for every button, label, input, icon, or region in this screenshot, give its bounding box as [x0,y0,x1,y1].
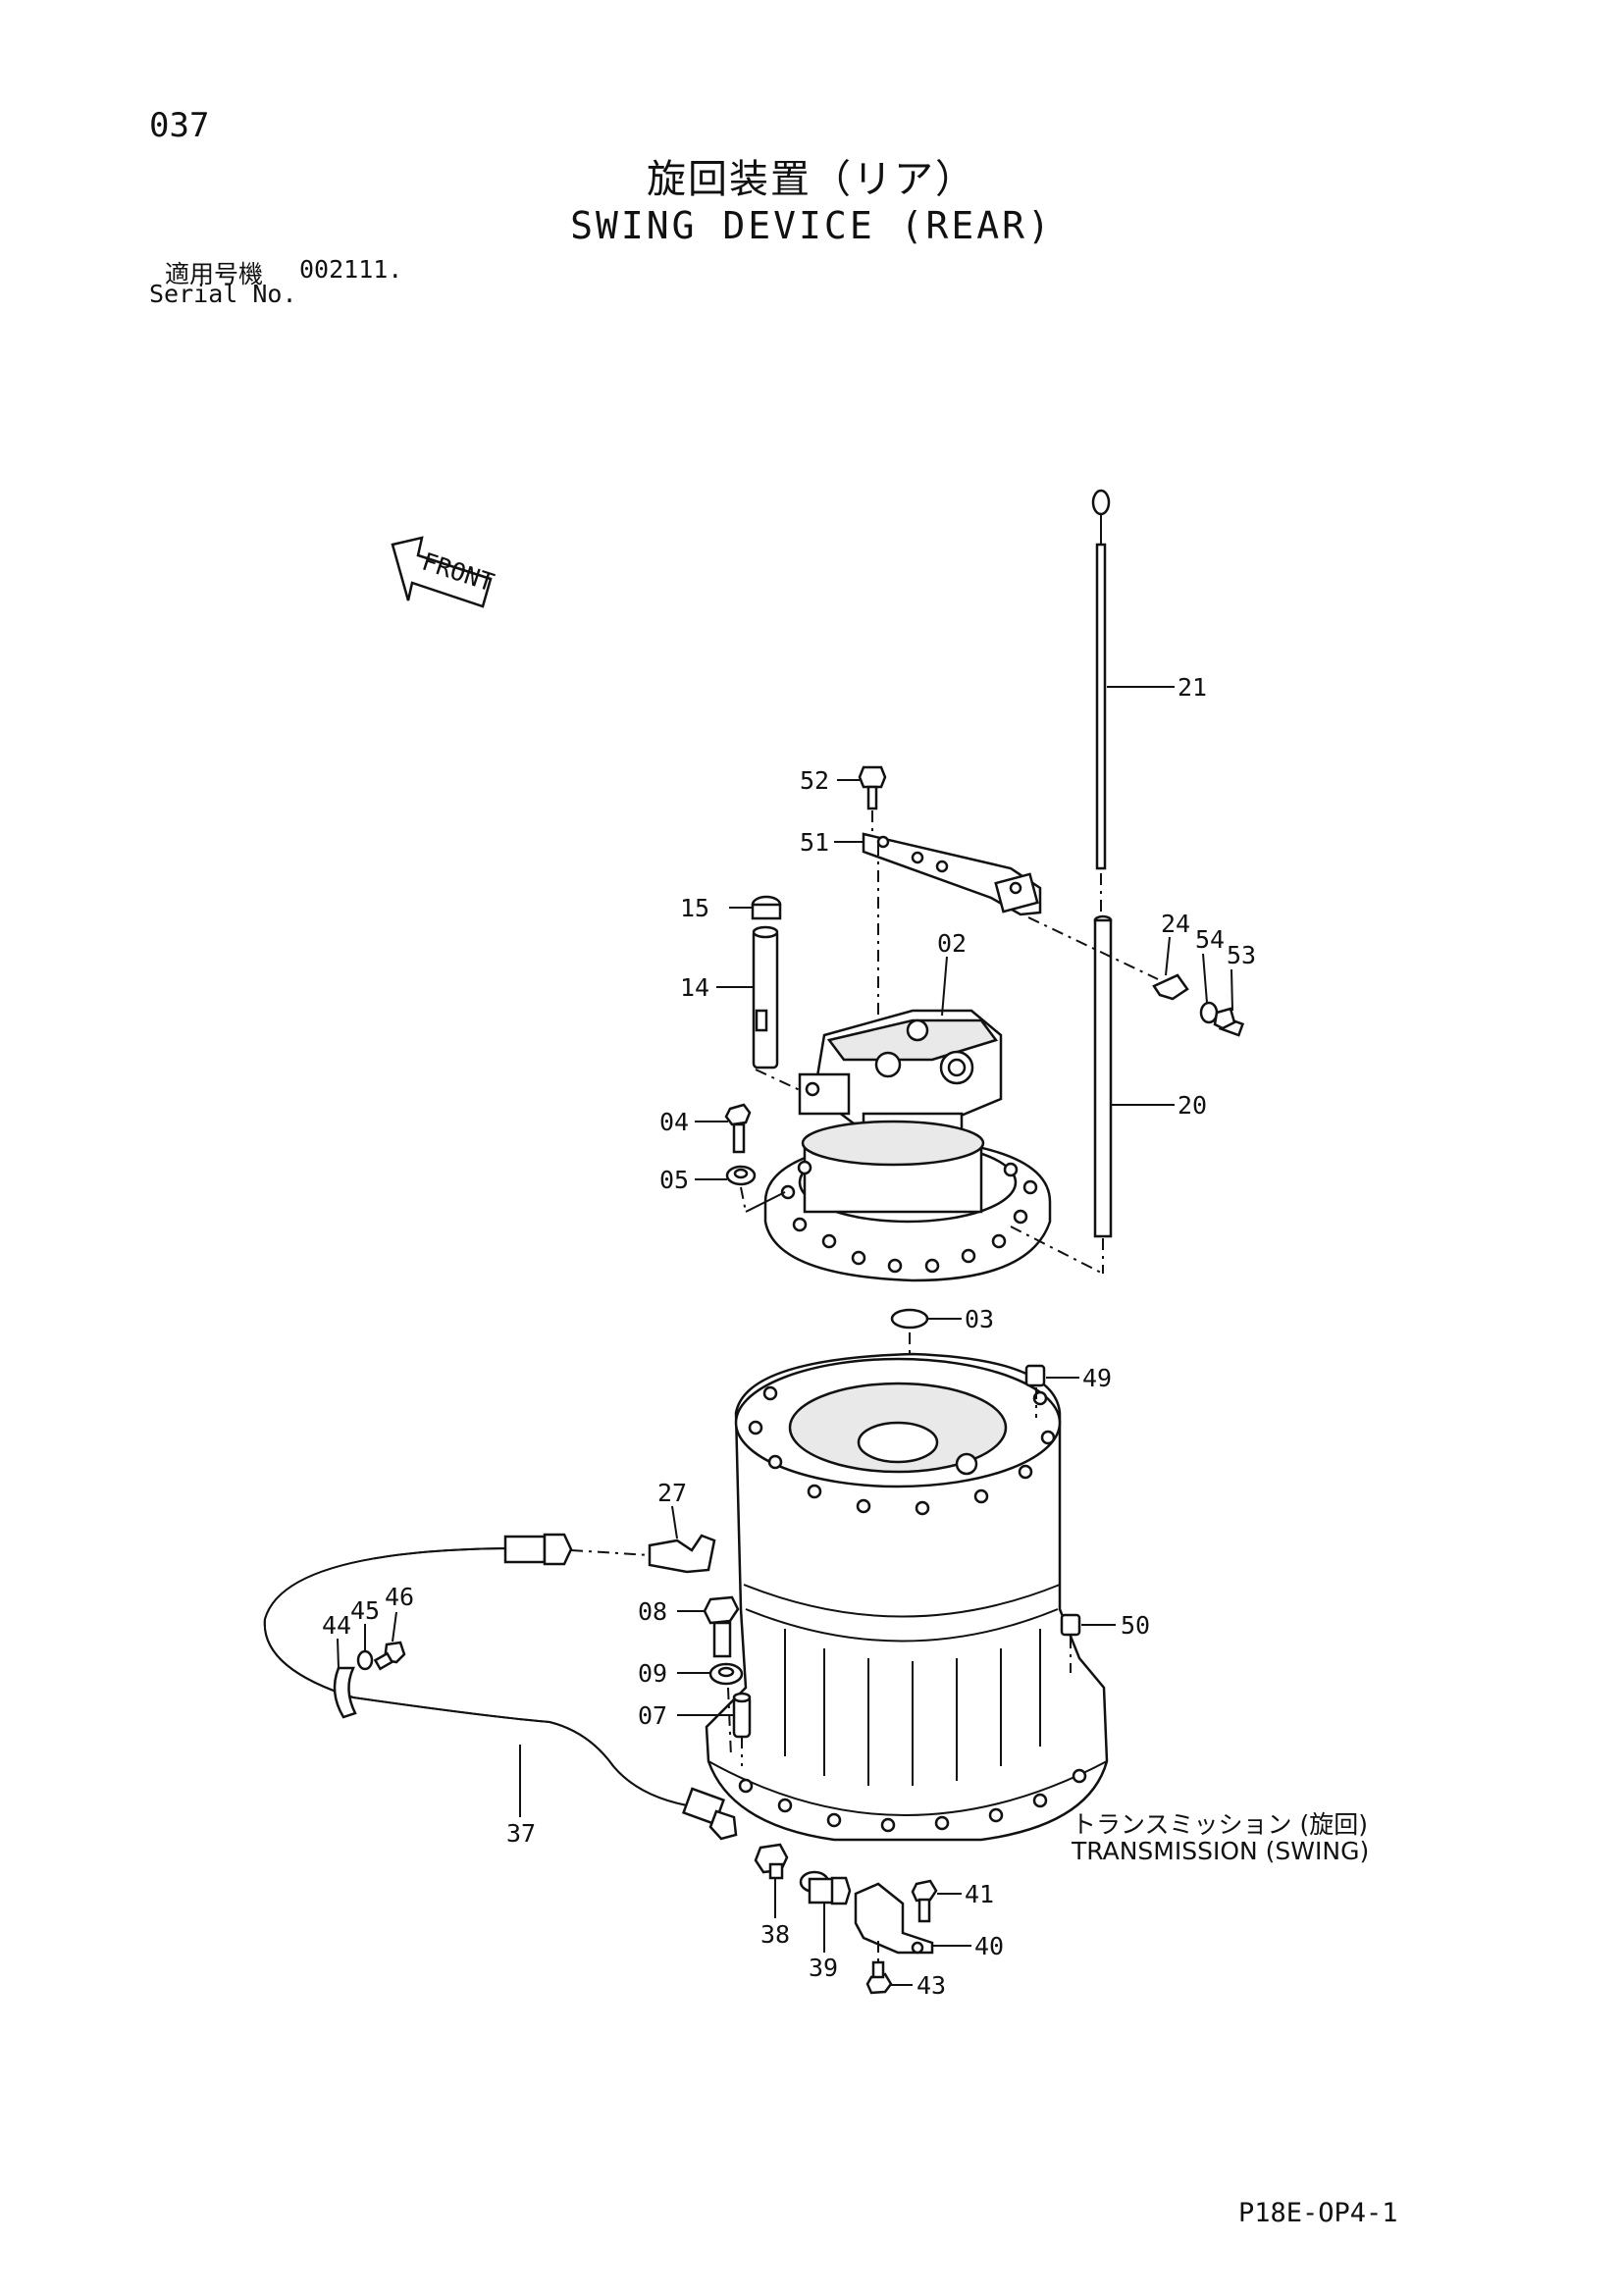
snap-ring-03 [890,1308,929,1330]
label-27: 27 [657,1479,687,1507]
footer-code: P18E-OP4-1 [1238,2198,1398,2228]
clamp-44 [333,1666,357,1719]
guide-pipe-20 [1093,914,1113,1274]
elbow-27 [648,1534,716,1574]
label-54: 54 [1195,925,1225,954]
label-49: 49 [1082,1364,1112,1392]
washer-45 [356,1649,374,1671]
label-05: 05 [659,1166,689,1194]
label-53: 53 [1227,941,1256,969]
label-15: 15 [680,894,709,922]
fitting-38 [754,1843,789,1880]
label-38: 38 [760,1920,790,1949]
label-45: 45 [350,1596,380,1625]
fitting-39 [799,1870,852,1905]
bolt-46 [373,1641,406,1671]
label-39: 39 [809,1954,838,1982]
label-41: 41 [965,1880,994,1908]
hose-37 [263,1533,738,1841]
label-20: 20 [1178,1091,1207,1120]
serial-label-english: Serial No. [149,280,297,308]
cap-15 [751,895,782,920]
transmission-label-japanese: トランスミッション (旋回) [1072,1810,1368,1839]
label-43: 43 [916,1971,946,2000]
label-04: 04 [659,1108,689,1136]
front-arrow: FRONT [391,536,497,608]
plug-49 [1024,1364,1046,1387]
label-14: 14 [680,973,709,1002]
label-50: 50 [1121,1611,1150,1640]
washer-09 [708,1662,744,1686]
dipstick-21 [1091,489,1111,917]
label-24: 24 [1161,910,1190,938]
washer-05 [725,1165,757,1186]
serial-value: 002111. [299,255,403,284]
label-37: 37 [506,1819,536,1848]
label-08: 08 [638,1597,667,1626]
page-number: 037 [149,106,210,145]
bolt-53 [1213,1007,1245,1037]
label-07: 07 [638,1701,667,1730]
label-52: 52 [800,766,829,795]
leaders [337,686,1233,1986]
label-46: 46 [385,1583,414,1611]
label-09: 09 [638,1659,667,1688]
label-21: 21 [1178,673,1207,702]
pin-07 [732,1692,752,1739]
serial-label-japanese: 適用号機 [165,260,264,288]
label-03: 03 [965,1305,994,1333]
transmission-swing [705,1352,1109,1842]
bolt-08 [703,1595,740,1658]
bracket-51 [862,832,1042,916]
title-english: SWING DEVICE (REAR) [570,204,1053,247]
bolt-04 [724,1103,752,1154]
clip-24 [1152,973,1189,1001]
label-44: 44 [322,1611,351,1640]
plug-50 [1060,1613,1081,1637]
label-02: 02 [937,929,967,958]
motor-flange [763,1120,1052,1282]
label-51: 51 [800,828,829,857]
bolt-41 [911,1879,938,1923]
transmission-label-english: TRANSMISSION (SWING) [1072,1837,1370,1865]
bracket-40 [854,1882,934,1955]
bolt-43 [865,1960,893,1995]
part-labels: 21 52 51 15 02 24 54 53 14 04 20 05 03 4… [322,673,1256,2000]
label-40: 40 [974,1932,1004,1960]
tube-14 [752,925,779,1070]
title-japanese: 旋回装置（リア） [647,157,976,202]
bolt-52 [858,765,887,810]
